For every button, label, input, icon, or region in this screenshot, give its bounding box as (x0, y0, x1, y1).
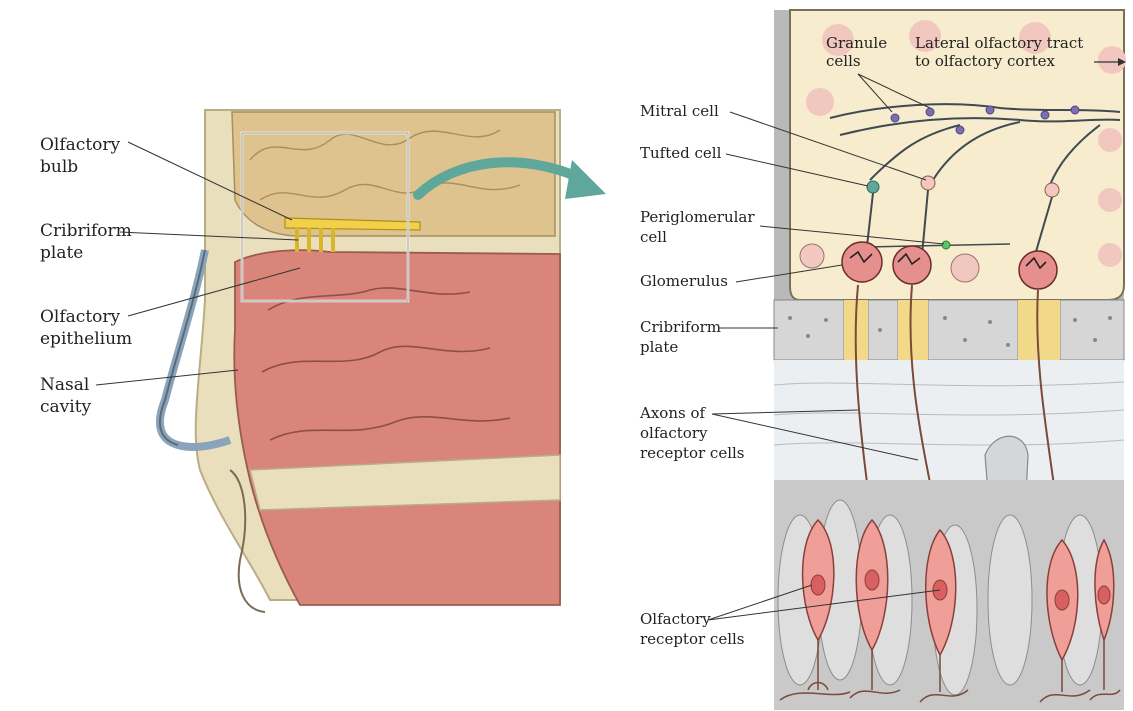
label-axons: Axons of olfactory receptor cells (639, 404, 745, 462)
cribriform-plate-bone (774, 300, 1124, 360)
label-cribriform-plate-left: Cribriform plate (40, 221, 137, 263)
label-glomerulus: Glomerulus (640, 272, 728, 290)
label-olfactory-epithelium: Olfactory epithelium (40, 307, 132, 349)
brain-lobe (232, 112, 555, 236)
label-tufted-cell: Tufted cell (640, 144, 722, 162)
label-nasal-cavity: Nasal cavity (40, 375, 95, 417)
label-mitral-cell: Mitral cell (640, 102, 719, 120)
label-periglomerular-cell: Periglomerular cell (640, 208, 759, 246)
label-olfactory-bulb: Olfactory bulb (40, 135, 126, 177)
axon-layer (774, 360, 1124, 480)
label-receptor-cells: Olfactory receptor cells (640, 610, 745, 648)
label-cribriform-plate-right: Cribriform plate (640, 318, 726, 356)
